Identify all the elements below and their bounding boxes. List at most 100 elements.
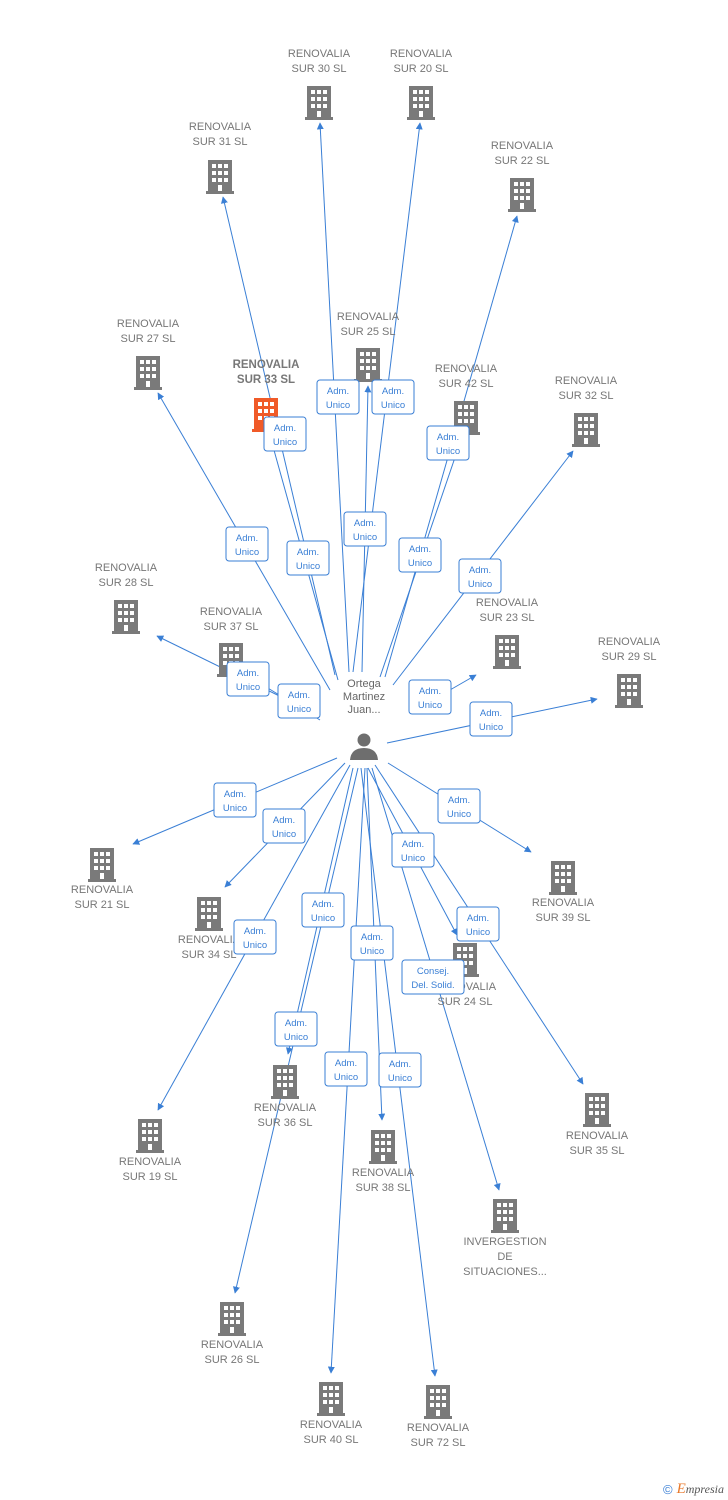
relation-label-sur19[interactable]: Adm.Unico: [233, 919, 277, 955]
building-icon: [354, 348, 382, 382]
relation-label-sur24[interactable]: Adm.Unico: [391, 832, 435, 868]
relation-label-sur21[interactable]: Adm.Unico: [213, 782, 257, 818]
relation-label-sur36[interactable]: Adm.Unico: [274, 1011, 318, 1047]
building-icon: [218, 1302, 246, 1336]
relation-label-text: Unico: [408, 558, 432, 569]
relation-label-text: Adm.: [224, 789, 246, 800]
company-label: RENOVALIA: [178, 934, 241, 946]
relation-label-box: [286, 540, 330, 576]
building-icon: [136, 1119, 164, 1153]
company-label: SUR 19 SL: [122, 1171, 177, 1183]
relation-label-box: [408, 679, 452, 715]
relation-label-text: Adm.: [389, 1059, 411, 1070]
building-icon: [615, 674, 643, 708]
relation-label-sur25[interactable]: Adm.Unico: [343, 511, 387, 547]
relation-label-text: Adm.: [327, 386, 349, 397]
relation-label-sur42[interactable]: Adm. Unico: [398, 537, 442, 573]
relation-label-text: Adm.: [273, 815, 295, 826]
relation-label-text: Consej.: [417, 966, 449, 977]
relation-label-sur30[interactable]: Adm.Unico: [316, 379, 360, 415]
relation-label-sur28[interactable]: Adm.Unico: [226, 661, 270, 697]
company-label: RENOVALIA: [233, 359, 300, 371]
relation-label-text: Adm.: [409, 544, 431, 555]
relation-label-box: [378, 1052, 422, 1088]
relation-label-box: [350, 925, 394, 961]
company-node-invergestion[interactable]: INVERGESTIONDESITUACIONES...: [463, 1199, 547, 1278]
relation-label-box: [343, 511, 387, 547]
person-icon: [350, 733, 378, 760]
company-label: SUR 32 SL: [558, 390, 613, 402]
relation-label-sur23[interactable]: Adm. Unico: [408, 679, 452, 715]
brand-name: mpresia: [685, 1482, 724, 1496]
relation-label-text: Adm.: [419, 686, 441, 697]
company-label: SUR 31 SL: [192, 136, 247, 148]
relation-label-text: Unico: [311, 913, 335, 924]
company-label: SUR 29 SL: [601, 651, 656, 663]
relation-label-text: Adm.: [402, 839, 424, 850]
relation-label-text: Adm.: [312, 899, 334, 910]
relation-label-sur34[interactable]: Adm.Unico: [262, 808, 306, 844]
company-label: SUR 24 SL: [437, 996, 492, 1008]
building-icon: [271, 1065, 299, 1099]
relation-label-sur38[interactable]: Adm.Unico: [350, 925, 394, 961]
relation-label-text: Adm.: [288, 690, 310, 701]
building-icon: [572, 413, 600, 447]
relation-label-sur29[interactable]: Adm.Unico: [469, 701, 513, 737]
building-icon: [134, 356, 162, 390]
company-node-sur23[interactable]: RENOVALIA SUR 23 SL: [476, 597, 539, 669]
company-label: SUR 23 SL: [479, 612, 534, 624]
building-icon: [424, 1385, 452, 1419]
relation-label-sur37[interactable]: Adm.Unico: [277, 683, 321, 719]
relation-label-sur20[interactable]: Adm.Unico: [371, 379, 415, 415]
relation-label-text: Adm.: [354, 518, 376, 529]
building-icon: [549, 861, 577, 895]
relation-label-invergestion[interactable]: Consej.Del. Solid.: [401, 959, 465, 995]
relation-label-sur35[interactable]: Adm.Unico: [456, 906, 500, 942]
relation-label-text: Adm.: [297, 547, 319, 558]
relation-label-sur26[interactable]: Adm. Unico: [301, 892, 345, 928]
relation-label-sur40[interactable]: Adm.Unico: [324, 1051, 368, 1087]
person-name: Juan...: [347, 704, 380, 716]
relation-label-text: Unico: [436, 446, 460, 457]
relation-label-text: Unico: [418, 700, 442, 711]
relation-label-sur27[interactable]: Adm.Unico: [225, 526, 269, 562]
company-label: RENOVALIA: [288, 48, 351, 60]
company-label: SUR 30 SL: [291, 63, 346, 75]
relation-label-box: [301, 892, 345, 928]
relation-label-sur39[interactable]: Adm.Unico: [437, 788, 481, 824]
company-label: RENOVALIA: [476, 597, 539, 609]
relation-label-sur33[interactable]: Adm.Unico: [286, 540, 330, 576]
building-icon: [407, 86, 435, 120]
company-label: RENOVALIA: [71, 884, 134, 896]
relation-label-sur32[interactable]: Adm.Unico: [458, 558, 502, 594]
brand-logo[interactable]: Empresia: [677, 1481, 724, 1498]
relation-label-sur31[interactable]: Adm.Unico: [263, 416, 307, 452]
person-node[interactable]: OrtegaMartinezJuan...: [343, 678, 385, 760]
relation-label-sur22[interactable]: Adm.Unico: [426, 425, 470, 461]
relation-label-text: Adm.: [467, 913, 489, 924]
relation-label-sur72[interactable]: Adm.Unico: [378, 1052, 422, 1088]
company-node-sur30[interactable]: RENOVALIA SUR 30 SL: [288, 48, 351, 120]
